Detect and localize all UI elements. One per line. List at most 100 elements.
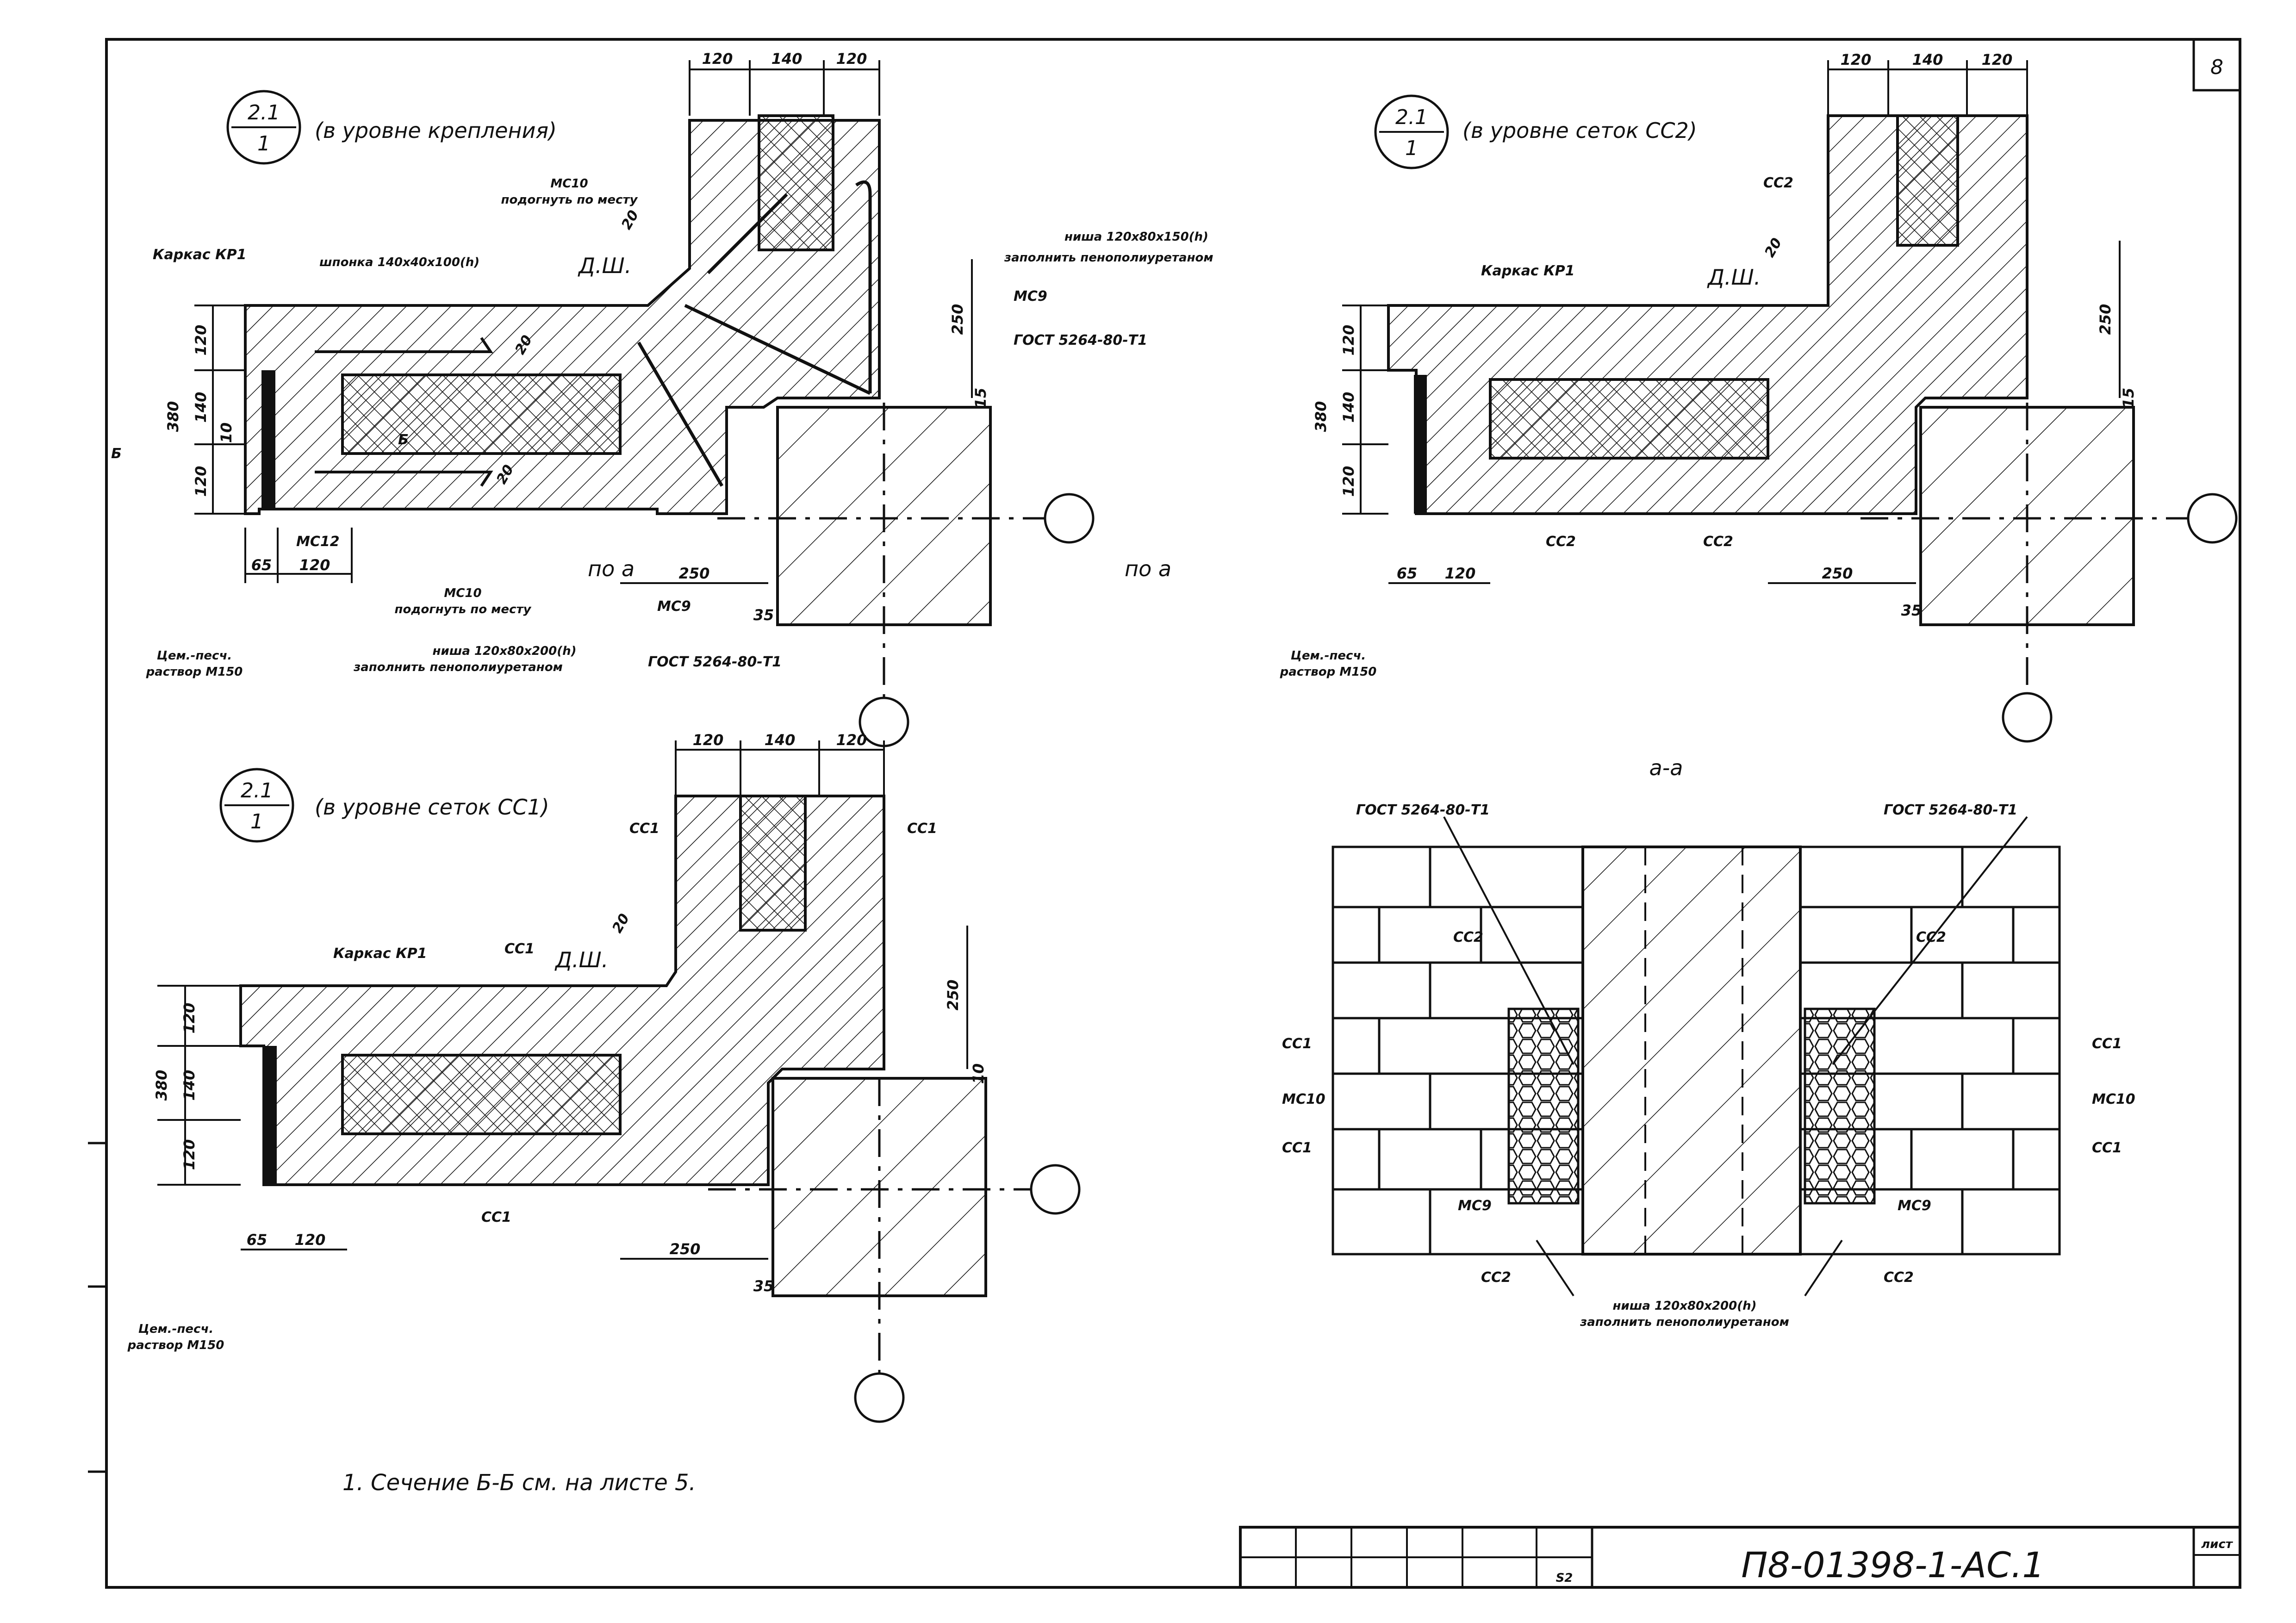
label-cem-sub: раствор М150 xyxy=(127,1338,224,1352)
axis-bubble-bottom xyxy=(859,696,909,747)
svg-text:250: 250 xyxy=(949,304,966,335)
label-nisha2: ниша 120х80х200(h) xyxy=(433,644,577,658)
label-mc10-top: МС10 xyxy=(550,177,588,191)
title-block: S2 П8-01398-1-АС.1 лист xyxy=(1239,1526,2241,1589)
label-cc2-b: СС2 xyxy=(1703,534,1733,550)
label-dsh: Д.Ш. xyxy=(554,947,608,972)
label-nisha-sub: заполнить пенополиуретаном xyxy=(1580,1315,1789,1329)
label-gost-right: ГОСТ 5264-80-Т1 xyxy=(1884,802,2017,818)
stamp-cell: S2 xyxy=(1556,1571,1573,1585)
svg-text:35: 35 xyxy=(1901,602,1922,619)
label-po-a-left: по а xyxy=(588,556,635,581)
note-text: 1. Сечение Б-Б см. на листе 5. xyxy=(342,1470,696,1496)
svg-text:120: 120 xyxy=(295,1231,326,1249)
view-mark: 2.1 1 xyxy=(219,768,294,843)
svg-text:15: 15 xyxy=(2120,388,2137,409)
view-top-right: 2.1 1 (в уровне сеток СС2) 120 xyxy=(1280,51,2238,743)
svg-text:120: 120 xyxy=(1340,325,1357,356)
list-label: лист xyxy=(2201,1537,2234,1551)
label-cc1-bot: СС1 xyxy=(481,1209,511,1225)
label-po-a-right: по а xyxy=(1125,556,1171,581)
svg-text:250: 250 xyxy=(670,1240,701,1258)
label-mc9: МС9 xyxy=(1014,288,1047,305)
label-cc1-left-1: СС1 xyxy=(1282,1036,1312,1052)
svg-text:10: 10 xyxy=(218,423,235,443)
label-cc2-right-bottom: СС2 xyxy=(1884,1269,1914,1286)
label-dsh: Д.Ш. xyxy=(578,253,631,278)
label-nisha1-sub: заполнить пенополиуретаном xyxy=(1004,251,1213,265)
svg-text:380: 380 xyxy=(153,1070,170,1101)
label-cc1-left: СС1 xyxy=(629,821,660,837)
svg-text:35: 35 xyxy=(753,1277,774,1295)
svg-text:140: 140 xyxy=(765,731,796,749)
label-b-left: Б xyxy=(111,446,122,462)
svg-text:120: 120 xyxy=(1841,51,1872,68)
label-cem-sub: раствор М150 xyxy=(146,665,243,679)
svg-text:120: 120 xyxy=(702,50,733,68)
label-cc1-right-2: СС1 xyxy=(2092,1140,2122,1156)
sheet-number: 8 xyxy=(2210,56,2223,79)
sheet-frame: 8 xyxy=(88,38,2241,1589)
label-nisha2-sub: заполнить пенополиуретаном xyxy=(353,660,563,674)
svg-text:140: 140 xyxy=(192,392,210,423)
label-cc2-left: СС2 xyxy=(1453,929,1483,945)
label-b-inner: Б xyxy=(398,432,409,448)
svg-text:20: 20 xyxy=(1761,235,1785,260)
label-nisha1: ниша 120х80х150(h) xyxy=(1064,230,1208,244)
svg-text:65: 65 xyxy=(251,556,272,574)
svg-text:250: 250 xyxy=(1822,565,1853,582)
label-cc1-top: СС1 xyxy=(504,941,535,957)
svg-text:1: 1 xyxy=(257,132,270,155)
label-cc1-right-1: СС1 xyxy=(2092,1036,2122,1052)
svg-text:120: 120 xyxy=(192,466,210,497)
svg-text:35: 35 xyxy=(753,606,774,624)
label-mc9-right: МС9 xyxy=(1898,1198,1931,1214)
label-mc9-left: МС9 xyxy=(1458,1198,1492,1214)
svg-text:120: 120 xyxy=(180,1139,198,1170)
svg-text:380: 380 xyxy=(164,401,182,432)
view-bottom-left: 2.1 1 (в уровне сеток СС1) 120 xyxy=(127,731,1081,1423)
svg-text:120: 120 xyxy=(180,1003,198,1034)
label-mc10-left: МС10 xyxy=(1282,1091,1325,1107)
view-caption: (в уровне сеток СС1) xyxy=(315,795,549,820)
svg-text:10: 10 xyxy=(970,1063,987,1084)
svg-text:2.1: 2.1 xyxy=(241,779,273,802)
svg-text:65: 65 xyxy=(247,1231,268,1249)
label-mc10-top-sub: подогнуть по месту xyxy=(501,193,638,207)
label-gost2: ГОСТ 5264-80-Т1 xyxy=(648,654,782,670)
svg-text:140: 140 xyxy=(1912,51,1943,68)
svg-text:15: 15 xyxy=(972,388,989,409)
svg-text:120: 120 xyxy=(299,556,330,574)
label-cem: Цем.-песч. xyxy=(1291,649,1366,663)
axis-bubble-right xyxy=(1044,493,1095,544)
svg-text:120: 120 xyxy=(836,50,867,68)
view-caption: (в уровне сеток СС2) xyxy=(1462,118,1697,143)
svg-text:20: 20 xyxy=(609,911,633,936)
label-cc2-right: СС2 xyxy=(1916,929,1946,945)
label-mc10-bot-sub: подогнуть по месту xyxy=(395,603,532,616)
svg-text:380: 380 xyxy=(1312,401,1330,432)
label-mc9-bot: МС9 xyxy=(657,598,691,615)
svg-text:1: 1 xyxy=(250,810,263,833)
svg-text:120: 120 xyxy=(1340,466,1357,497)
label-kp1: Каркас КР1 xyxy=(153,247,246,263)
document-code: П8-01398-1-АС.1 xyxy=(1741,1544,2044,1586)
label-shponka: шпонка 140х40х100(h) xyxy=(319,255,479,269)
view-caption: (в уровне крепления) xyxy=(315,118,557,143)
svg-text:250: 250 xyxy=(2097,304,2114,335)
label-cc2-a: СС2 xyxy=(1546,534,1576,550)
section-title: а-а xyxy=(1649,755,1683,780)
label-kp1: Каркас КР1 xyxy=(1481,263,1574,279)
svg-text:120: 120 xyxy=(1445,565,1476,582)
svg-text:140: 140 xyxy=(772,50,803,68)
svg-text:120: 120 xyxy=(836,731,867,749)
label-mc10-bot: МС10 xyxy=(444,586,481,600)
label-mc12: МС12 xyxy=(296,534,340,550)
label-mc10-right: МС10 xyxy=(2092,1091,2135,1107)
label-cem-sub: раствор М150 xyxy=(1280,665,1377,679)
label-cc1-right: СС1 xyxy=(907,821,937,837)
label-cc2-top: СС2 xyxy=(1763,175,1793,191)
label-nisha: ниша 120х80х200(h) xyxy=(1613,1299,1757,1313)
svg-text:20: 20 xyxy=(618,207,642,232)
